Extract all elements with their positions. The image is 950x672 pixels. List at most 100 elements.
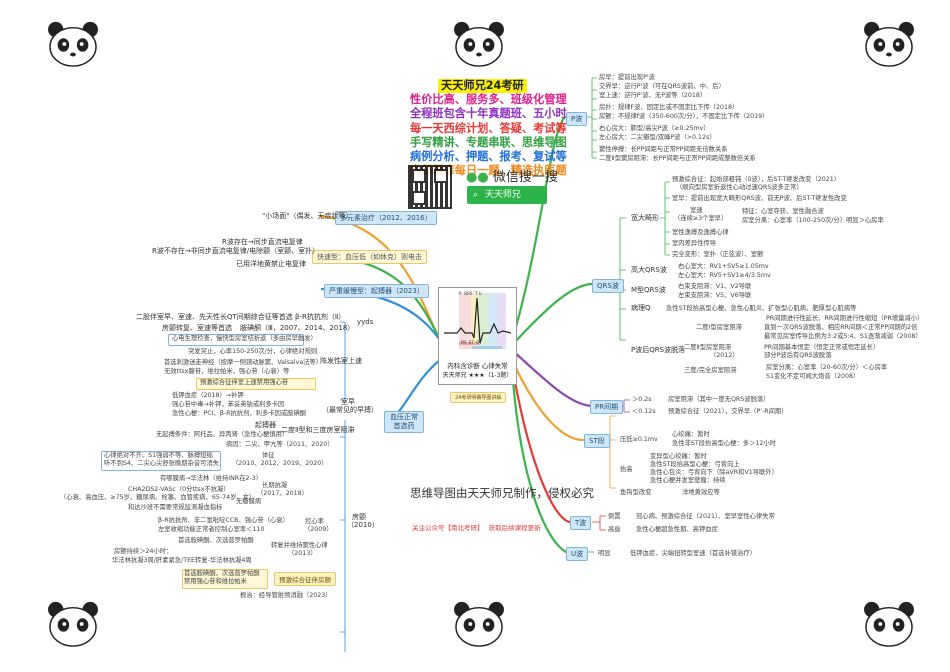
pr-item: 房室阻滞（其中一度无QRS波脱落） <box>668 396 770 403</box>
node-slow-type: 严重缓慢型：起搏器（2023） <box>324 284 429 298</box>
af-item: （2017、2018） <box>257 490 308 497</box>
multi-note: "小场面"（偶发、无症状等） <box>262 212 353 220</box>
central-ecg-card: P QRS T U PR ST QT 内科含诊断 心律失常 天天师兄 ★★★（1… <box>438 287 517 385</box>
af-item: （心衰、高血压、≥75岁、糖尿病、栓塞、血管疾病、65-74岁、女） <box>60 494 256 501</box>
qr-code <box>408 165 452 209</box>
qrs-wide-item: 预激综合征：起始部粗钝（δ波），后ST-T继发改变（2021） <box>672 176 841 183</box>
node-fast-type: 快速型：血压低（如休克）则电击 <box>312 250 427 264</box>
qrs-q-label: 病理Q <box>631 304 651 312</box>
st-rise-item: 急性ST段抬高型心梗：弓背向上 <box>650 461 740 468</box>
fast-item: 已用洋地黄禁止电复律 <box>236 260 306 268</box>
af-item: 根治：经导管射频消融（2023） <box>240 592 332 599</box>
af-item: 控心率 <box>305 518 324 525</box>
pr-item: ＞0.2s <box>632 396 652 403</box>
u-item: 低钾血症、尖端扭转型室速（首选补镁治疗） <box>630 550 756 557</box>
promo-line: 性价比高、服务多、班级化管理 <box>410 93 567 107</box>
qrs-wide-label: 宽大畸形 <box>631 214 659 222</box>
promo-line: 手写精讲、专题串联、思维导图 <box>410 135 567 149</box>
qrs-drop-item: 直到一次QRS波脱落、相应RR间期＜正常PP间期的2倍 <box>764 324 918 331</box>
qrs-drop-item: 部分P波后有QRS波脱落 <box>764 352 832 359</box>
qrs-volt-item: 左心室大：RV5+SV1≥4/3.5mv <box>678 272 771 279</box>
vt-item: 强心苷中毒→补钾，苯妥英钠或利多卡因 <box>172 401 285 408</box>
st-fish-label: 鱼钩型改变 <box>620 489 652 496</box>
t-item: 倒置 <box>608 513 621 520</box>
t-item: 冠心病、预激综合征（2021）、室早室性心律失常 <box>636 513 775 520</box>
af-item: 房颤持续＞24小时： <box>114 548 173 555</box>
af-item: （2013） <box>288 550 317 557</box>
qrs-m-item: 右束支阻滞：V1、V2导联 <box>678 283 752 290</box>
pr-item: 预激综合征（2021），交界早（P'-R间期） <box>668 408 788 415</box>
pace-label: 起搏器 <box>255 421 276 429</box>
st-rise-item: 变异型心绞痛：暂时 <box>650 453 707 460</box>
qrs-drop-item: PR间期进行性延长、RR间期进行性缩短（PR增量减小） <box>766 315 924 322</box>
promo-title: 天天师兄24考研 <box>438 79 527 94</box>
panda-logo-icon <box>454 601 504 647</box>
pr-item: ＜0.12s <box>632 408 656 415</box>
qrs-wide-item: 室早：提前出现宽大畸形QRS波、前无P波、后ST-T继发性改变 <box>672 195 847 202</box>
qrs-q-item: 急性ST段抬高型心梗、急性心肌炎、扩张型心肌病、肥厚型心肌病等 <box>666 305 857 312</box>
qrs-wide-item: 室速 <box>690 207 703 214</box>
qrs-wide-item: （连续≥3个室早） <box>674 215 728 222</box>
center-title: 内科含诊断 心律失常 <box>447 362 508 370</box>
panda-logo-icon <box>48 21 98 67</box>
st-down-item: 急性非ST段抬高型心梗：多＞12小时 <box>672 440 777 447</box>
qrs-drop-item: PR间期基本恒定（恒定正常或恒定延长） <box>764 344 880 351</box>
qrs-drop-label: P波后QRS波脱落 <box>631 346 686 354</box>
u-item: 明显 <box>598 550 611 557</box>
qrs-m-item: 左束支阻滞：V5、V6导联 <box>678 292 752 299</box>
af-item: 长期抗凝 <box>262 482 288 489</box>
fast-item: R波存在→同步直流电复律 <box>222 238 303 246</box>
vt-sub: （最常见的早搏） <box>322 406 378 414</box>
pace-extra: 无起搏条件：阿托品、异丙肾（急性心梗慎用） <box>156 431 289 438</box>
p-item: 交界早：逆行P'波（可在QRS波前、中、后） <box>599 83 725 90</box>
qrs-m-label: M型QRS波 <box>631 286 666 294</box>
st-rise-item: 急性心包炎：弓背向下（除aVR和V1导联外） <box>650 469 778 476</box>
wechat-search-box[interactable]: ⌕ 天天师兄 <box>467 186 547 204</box>
af-sign-box <box>101 451 221 471</box>
qrs-drop-item: 二度Ⅰ型房室阻滞 <box>696 324 742 331</box>
af-item: （2009） <box>304 526 333 533</box>
qrs-wide-item: 室性逸搏及逸搏心律 <box>672 229 729 236</box>
svt-label: 阵发性室上速 <box>320 357 362 365</box>
qrs-drop-item: 最常见房室传导比例为3:2或5:4、S1逐渐减弱（2008） <box>764 333 922 340</box>
af-item: 心律绝对不齐、S1强弱不等、脉搏短绌 <box>104 452 213 459</box>
footer-note: 关注公众号【南北考研】 获取后续课程更新 <box>412 524 541 532</box>
bottom-tag: 24考研明确导图讲解 <box>450 392 507 403</box>
st-down-item: 心绞痛：暂时 <box>672 431 710 438</box>
node-u-wave: U波 <box>566 547 589 561</box>
af-item: 左室收缩功能正常者控制心室率＜110 <box>158 526 265 533</box>
af-wpw-label: 预激综合征伴房颤 <box>274 572 336 586</box>
qrs-wide-item: 完全变形：室扑（正弦波）、室颤 <box>672 251 764 258</box>
yyds-item: β-R抗抗剂（Ⅱ） <box>295 313 346 321</box>
promo-line: 每一天西综计划、答疑、考试等 <box>410 121 567 135</box>
promo-block: 天天师兄24考研 性价比高、服务多、班级化管理 全程班包含十年真题班、五小时 每… <box>410 74 567 178</box>
p-item: 左心房大：二尖瓣型/双峰P波（>0.12s） <box>599 134 716 141</box>
af-item: 禁用强心苷和维拉帕米 <box>184 578 247 585</box>
p-item: 室上速：逆行P'波、无P波等（2018） <box>599 92 707 99</box>
af-item: 和达沙班不需要常规监测凝血指标 <box>128 504 223 511</box>
af-item: CHA2DS2-VASc（0分ttsx不抗凝） <box>128 486 230 493</box>
svt-item: 心电生理检查，慢快型房室结折返（多由房早触发） <box>172 335 317 342</box>
node-st-segment: ST段 <box>584 434 610 448</box>
pace-item: 二度Ⅱ型和三度房室阻滞 <box>281 426 355 434</box>
st-rise-label: 抬高 <box>620 466 633 473</box>
qrs-drop-item: 房室分离：心室率（20-60次/分）＜心房率 <box>766 364 888 371</box>
svt-item: 首选刺激迷走神经（按摩一侧颈动脉窦、Valsalva法等） <box>164 359 323 366</box>
qrs-wide-item: 特征：心室夺获、室性融合波 <box>742 208 824 215</box>
wave-labels: P QRS T U <box>459 291 482 296</box>
qrs-drop-item: 二度Ⅱ型房室阻滞 <box>684 344 732 351</box>
ecg-waveform-icon <box>444 293 512 349</box>
vt-item: 急性心梗：PCI、β-R抗抗剂、利多卡因或胺碘酮 <box>172 410 307 417</box>
yyds-item: 胺碘酮（Ⅲ，2007、2014、2018） <box>240 324 355 332</box>
t-item: 急性心梗超急性期、高钾血症 <box>636 526 718 533</box>
p-item: 右心房大：肺型/高尖P波（≥0.25mv） <box>599 125 710 132</box>
promo-line: 病例分析、押题、报考、复试等 <box>410 150 567 164</box>
search-value: 天天师兄 <box>484 190 521 200</box>
st-fish-item: 洋地黄效应等 <box>682 489 720 496</box>
node-pr-interval: PR间期 <box>590 400 624 414</box>
node-qrs-wave: QRS波 <box>592 279 624 293</box>
qrs-drop-item: 三度/完全房室阻滞 <box>684 367 737 374</box>
svt-box <box>168 334 304 346</box>
fast-item: R波不存在→非同步直流电复律/电除颤（室颤、室扑） <box>152 247 320 255</box>
panda-logo-icon <box>454 21 504 67</box>
